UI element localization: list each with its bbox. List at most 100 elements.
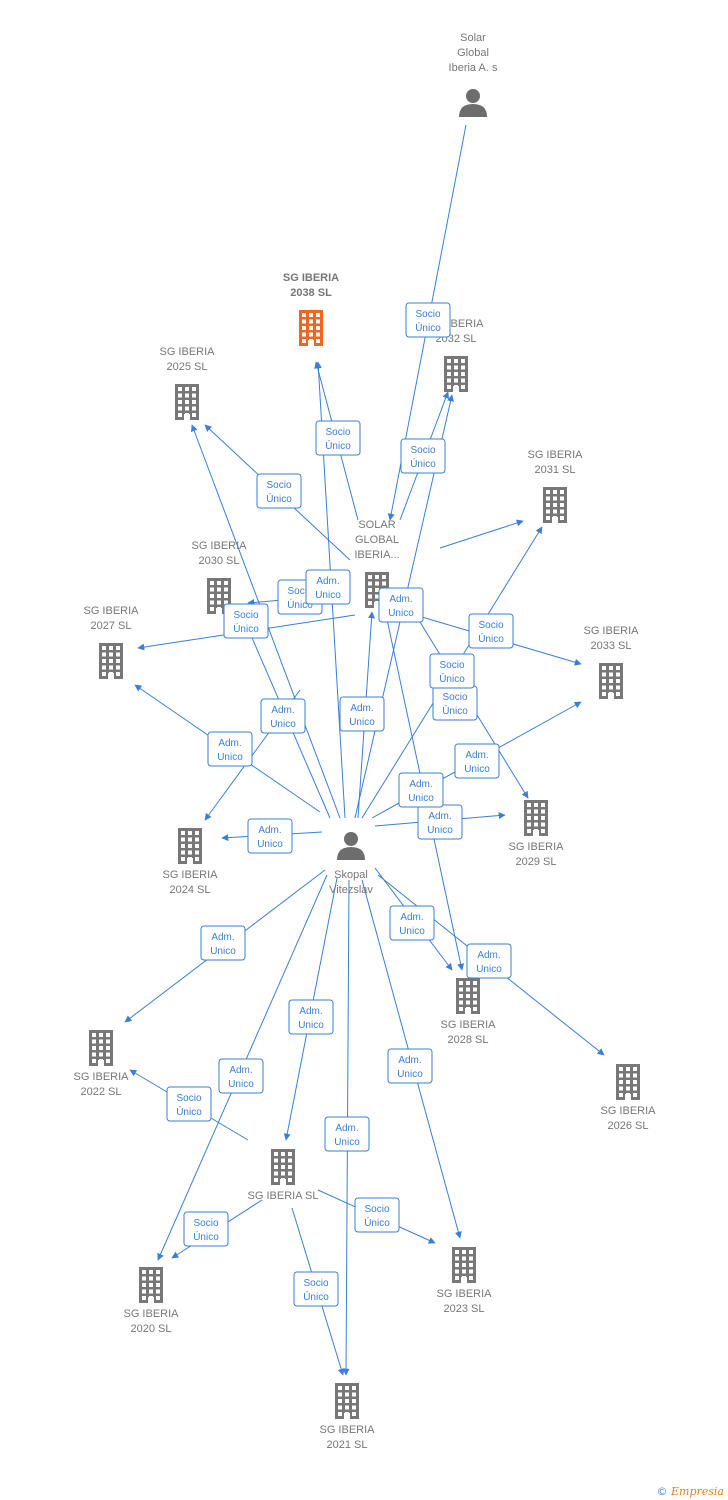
edge-label-skopal-to-sg2024[interactable]: Adm. Unico: [454, 743, 500, 779]
node-label: 2038 SL: [290, 287, 332, 299]
building-window: [142, 1270, 146, 1274]
building-window: [345, 1405, 349, 1410]
building-door: [187, 858, 193, 864]
edge-label-skopal-to-sg2031[interactable]: Adm.Unico: [398, 772, 444, 808]
edge-label-text: Adm.: [335, 1123, 358, 1134]
building-window: [602, 679, 606, 683]
building-window: [345, 1399, 349, 1403]
building-window: [178, 406, 182, 411]
building-window: [633, 1073, 637, 1078]
building-window: [546, 496, 550, 501]
building-window: [316, 326, 320, 330]
edge-label-skopal-to-sg2028[interactable]: Adm.Unico: [389, 905, 435, 941]
edge-label-text: Adm.: [428, 811, 451, 822]
edge-label-text: Único: [233, 622, 259, 635]
empresia-watermark[interactable]: © Empresia: [657, 1485, 725, 1498]
edge-label-text: Único: [176, 1105, 202, 1118]
edge-label-skopal-to-sg2027[interactable]: Adm.Unico: [207, 731, 253, 767]
building-window: [149, 1283, 153, 1287]
edge-label-skopal-to-sg2023[interactable]: Adm.Unico: [324, 1116, 370, 1152]
building-window: [368, 594, 372, 599]
edge-label-skopal-to-sg2021[interactable]: Adm.Unico: [387, 1048, 433, 1084]
edge-label-skopal-to-sg2022[interactable]: Adm.Unico: [200, 925, 246, 961]
edge-label-text: Unico: [464, 764, 490, 775]
building-window: [602, 666, 606, 670]
edge-label-text: Adm.: [465, 750, 488, 761]
building-window: [466, 994, 470, 998]
edge-label-text: Único: [266, 492, 292, 505]
building-window: [345, 1392, 349, 1397]
building-window: [368, 581, 372, 586]
edge-label-box: [315, 420, 361, 456]
building-icon: [271, 1149, 295, 1185]
building-door: [148, 1297, 154, 1303]
building-window: [469, 1263, 473, 1267]
building-window: [281, 1152, 285, 1156]
node-label: 2027 SL: [91, 620, 132, 632]
edge-label-skopal-to-sgiberia[interactable]: Adm.Unico: [288, 999, 334, 1035]
building-window: [619, 1080, 623, 1084]
building-window: [626, 1067, 630, 1071]
building-door: [184, 414, 190, 420]
node-label: GLOBAL: [355, 534, 399, 546]
building-door: [216, 608, 222, 614]
building-window: [338, 1405, 342, 1410]
building-window: [316, 313, 320, 317]
edge-label-text: Socio: [442, 692, 467, 703]
node-label: 2020 SL: [131, 1323, 172, 1335]
edge-label-skopal-to-sg2030[interactable]: Adm.Unico: [260, 698, 306, 734]
edge-label-text: Unico: [399, 926, 425, 937]
building-window: [473, 994, 477, 998]
edge-label-skopal-to-sg2026[interactable]: Adm.Unico: [466, 943, 512, 979]
edge-label-text: Único: [415, 321, 441, 334]
edge-label-box: [339, 696, 385, 732]
building-window: [455, 1263, 459, 1267]
building-window: [302, 332, 306, 337]
edge-label-box: [247, 818, 293, 854]
node-sgiberia[interactable]: SG IBERIA SL: [248, 1149, 319, 1202]
edge-label-text: Adm.: [316, 576, 339, 587]
building-window: [274, 1165, 278, 1169]
building-window: [534, 816, 538, 820]
edge-label-box: [200, 925, 246, 961]
edge-label-skopal-to-solar_gi[interactable]: Adm.Unico: [305, 569, 351, 605]
building-window: [156, 1276, 160, 1281]
edge-label-solar_gi-to-sg2028[interactable]: Adm.Unico: [378, 587, 424, 623]
building-window: [92, 1052, 96, 1057]
building-window: [616, 666, 620, 670]
edge-label-skopal-to-sg2020[interactable]: Adm.Unico: [218, 1058, 264, 1094]
edge-label-skopal-to-sg2033[interactable]: Adm.Unico: [247, 818, 293, 854]
edge-label-skopal-to-sg2024[interactable]: Adm.Unico: [339, 696, 385, 732]
edge-label-skopal-to-sg2029[interactable]: Adm.Unico: [417, 804, 463, 840]
building-window: [541, 829, 545, 833]
edge-label-box: [389, 905, 435, 941]
